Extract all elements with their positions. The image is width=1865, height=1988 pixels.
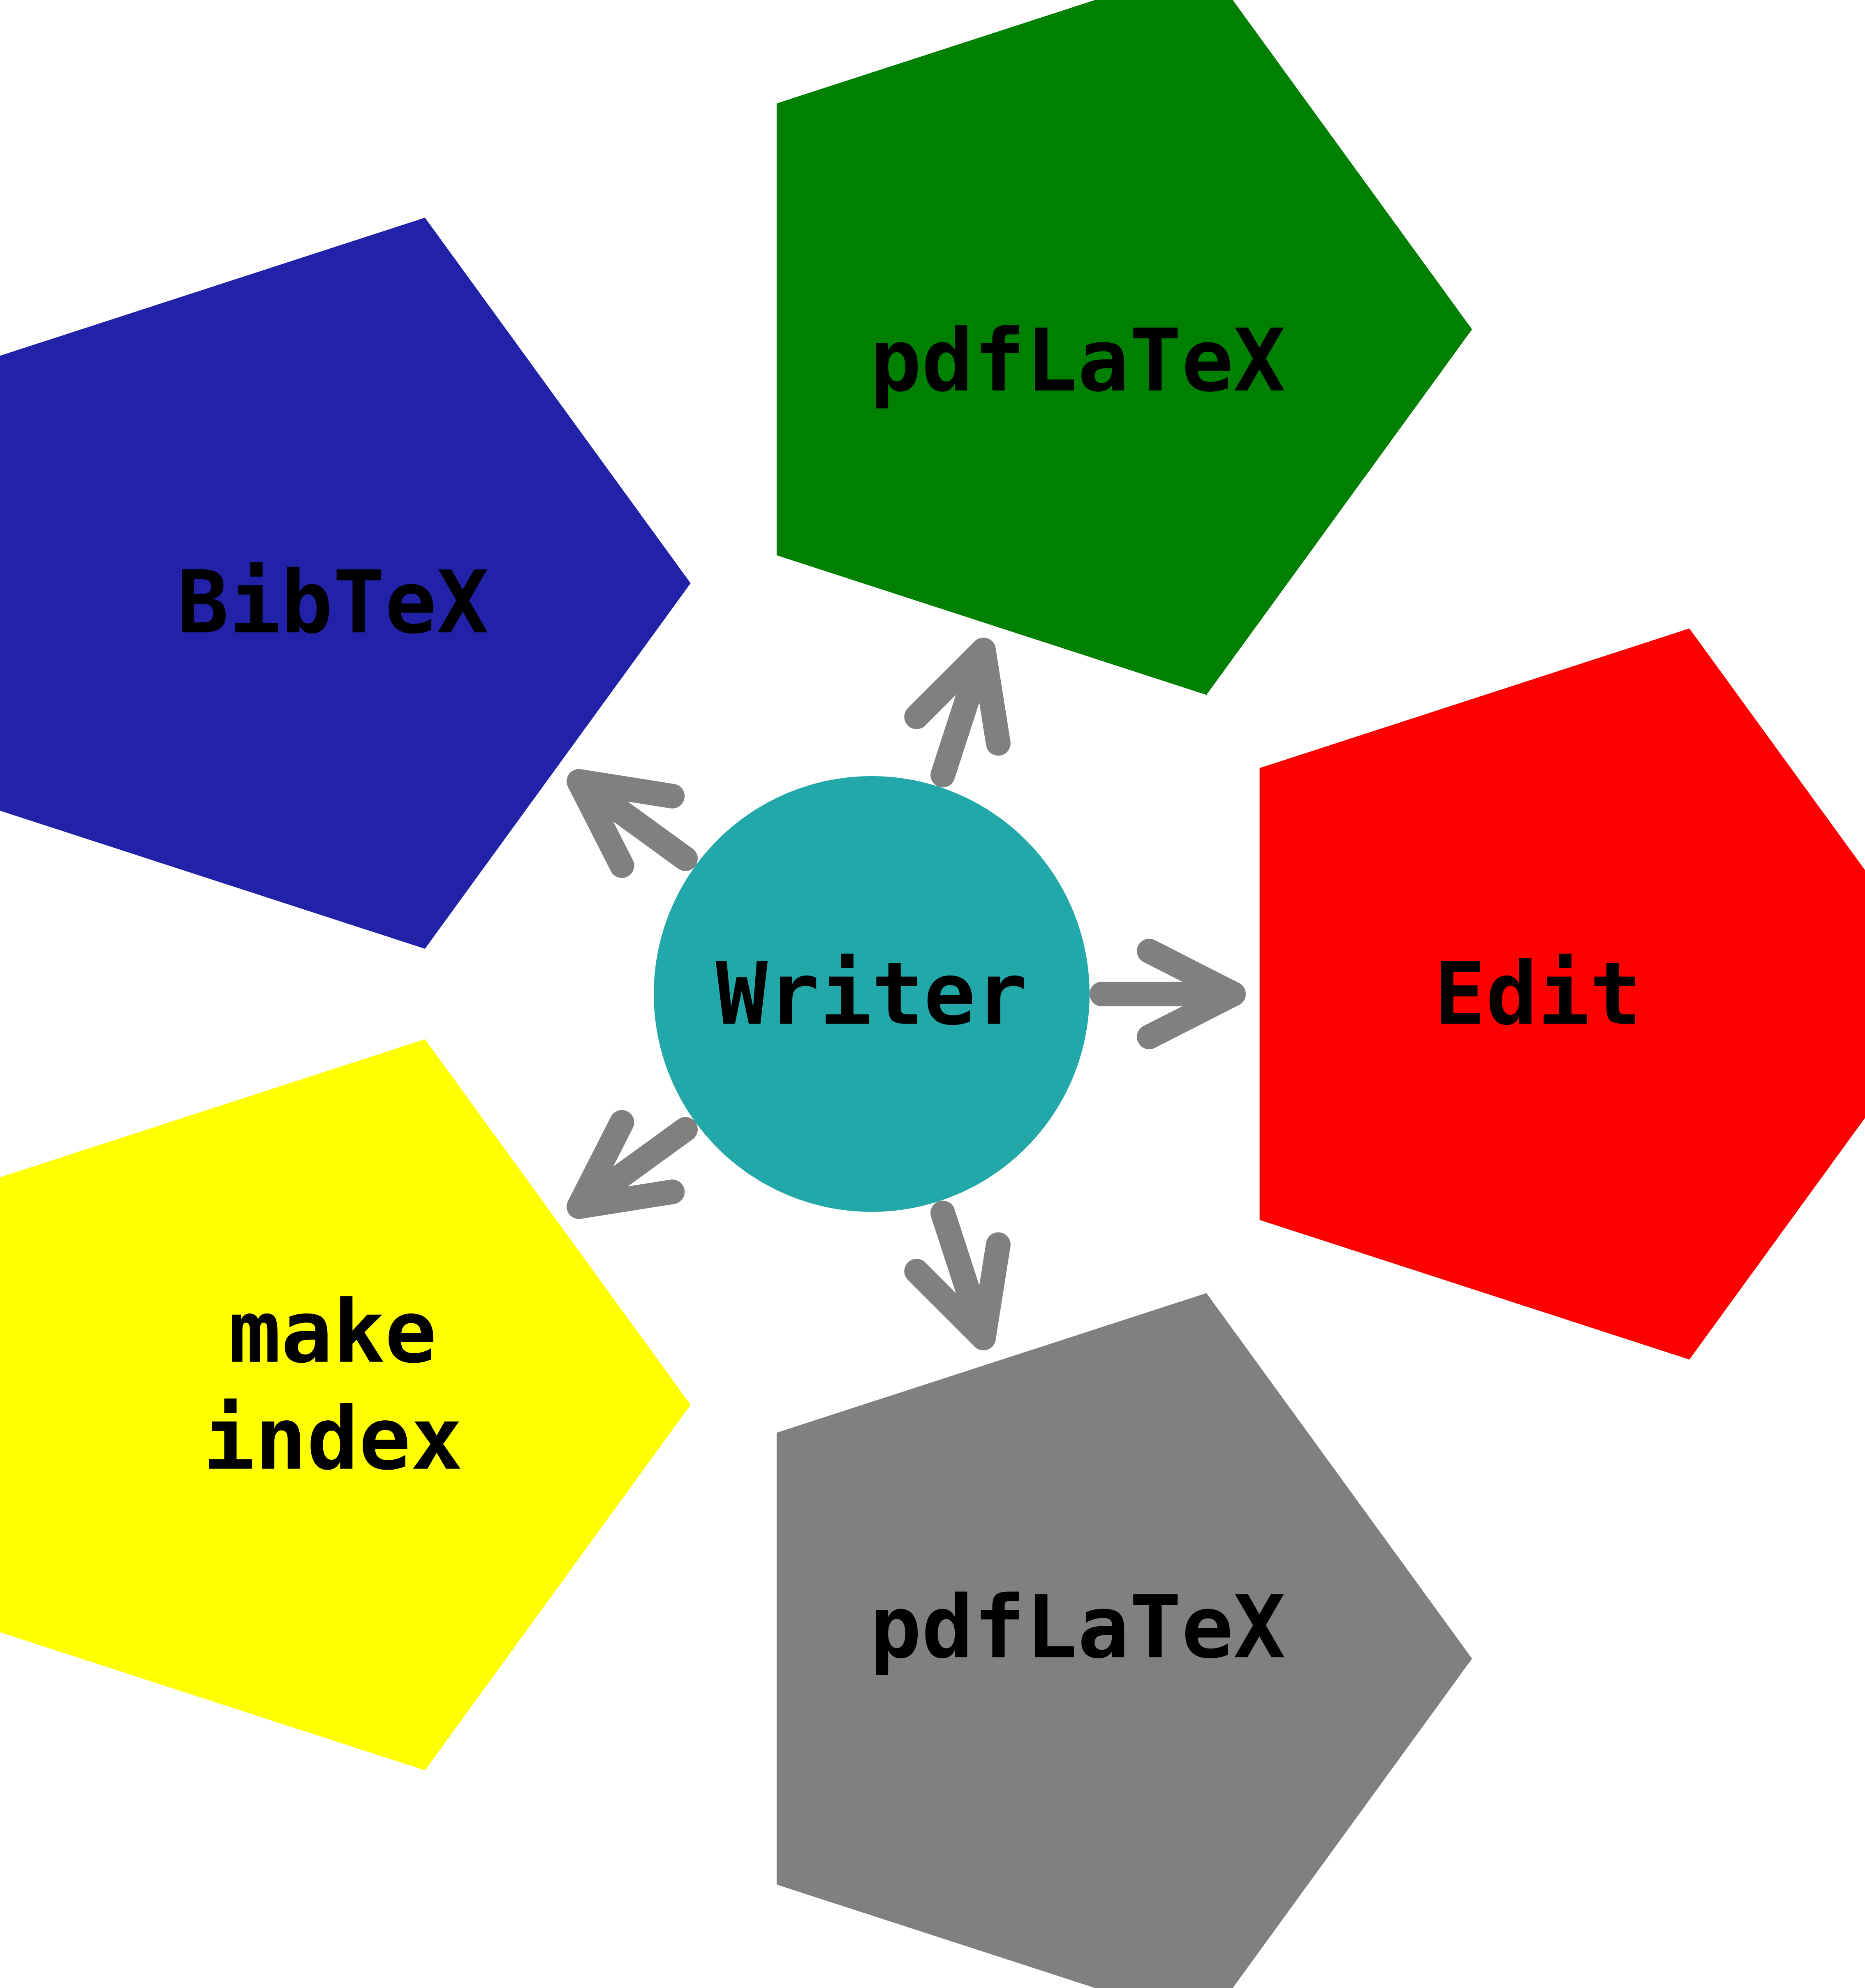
arrow-to-edit — [1090, 939, 1246, 1049]
center-circle — [654, 776, 1090, 1212]
node-label: pdfLaTeX — [870, 310, 1285, 411]
node-label: Edit — [1434, 944, 1642, 1045]
node-pentagon — [776, 0, 1472, 695]
node-bibtex[interactable]: BibTeX — [0, 217, 691, 949]
arrow-to-pdflatex-top — [904, 638, 1011, 788]
center-label: Writer — [716, 944, 1028, 1045]
node-pentagon — [776, 1293, 1472, 1988]
node-pentagon — [0, 1039, 691, 1771]
node-label: BibTeX — [177, 552, 489, 653]
node-label: make — [229, 1282, 437, 1382]
node-edit[interactable]: Edit — [1259, 628, 1865, 1360]
center-node[interactable]: Writer — [654, 776, 1090, 1212]
arrows-layer — [567, 638, 1246, 1350]
node-pdflatex-top[interactable]: pdfLaTeX — [776, 0, 1472, 695]
arrow-to-bibtex — [567, 769, 698, 878]
arrow-to-pdflatex-bottom — [904, 1200, 1011, 1350]
node-pentagon — [1259, 628, 1865, 1360]
node-pdflatex-bottom[interactable]: pdfLaTeX — [776, 1293, 1472, 1988]
arrow-to-makeindex — [567, 1110, 698, 1219]
node-label: pdfLaTeX — [870, 1577, 1285, 1678]
node-label: index — [203, 1389, 463, 1489]
node-pentagon — [0, 217, 691, 949]
